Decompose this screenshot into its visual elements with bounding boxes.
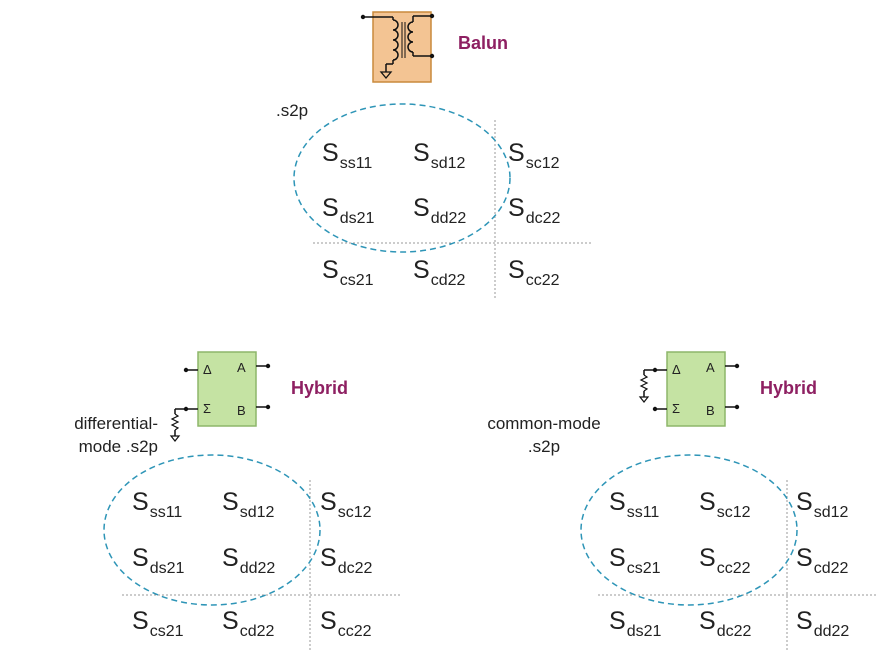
hybrid-diff-matrix-r3c3: Scc22	[320, 607, 372, 640]
hybrid-diff-box	[197, 351, 257, 427]
hybrid-diff-device	[169, 351, 271, 442]
hybrid-common-device	[638, 351, 740, 427]
hybrid-common-matrix-r2c3: Scd22	[796, 544, 849, 577]
hybrid-diff-matrix-r1c2: Ssd12	[222, 488, 275, 521]
hybrid-diff-name: Hybrid	[291, 378, 349, 398]
balun-matrix-r2c1: Sds21	[322, 194, 375, 227]
hybrid-common-matrix-r3c2: Sdc22	[699, 607, 752, 640]
hybrid-diff-matrix-r2c1: Sds21	[132, 544, 185, 577]
hybrid-diff-label-line1: differential-	[74, 414, 158, 433]
hybrid-common-name: Hybrid	[760, 378, 818, 398]
hybrid-common-matrix-r1c3: Ssd12	[796, 488, 849, 521]
balun-matrix-r1c2: Ssd12	[413, 139, 466, 172]
hybrid-common-port-delta: Δ	[672, 362, 681, 377]
balun-matrix-r1c1: Sss11	[322, 139, 373, 172]
balun-matrix-r1c3: Ssc12	[508, 139, 560, 172]
balun-matrix-r2c3: Sdc22	[508, 194, 561, 227]
hybrid-common-matrix-r2c1: Scs21	[609, 544, 661, 577]
hybrid-common-port-a: A	[706, 360, 715, 375]
hybrid-common-matrix-r3c3: Sdd22	[796, 607, 850, 640]
hybrid-diff-port-sigma: Σ	[203, 401, 212, 416]
balun-matrix-r2c2: Sdd22	[413, 194, 467, 227]
hybrid-diff-matrix-r3c1: Scs21	[132, 607, 184, 640]
hybrid-diff-label-line2: mode .s2p	[78, 437, 158, 456]
hybrid-common-ellipse	[580, 454, 798, 606]
hybrid-diff-matrix-r3c2: Scd22	[222, 607, 275, 640]
hybrid-diff-port-a: A	[237, 360, 246, 375]
hybrid-diff-matrix-r2c3: Sdc22	[320, 544, 373, 577]
balun-matrix-r3c1: Scs21	[322, 256, 374, 289]
hybrid-common-matrix-r1c1: Sss11	[609, 488, 660, 521]
hybrid-common-matrix-r2c2: Scc22	[699, 544, 751, 577]
hybrid-common-port-sigma: Σ	[672, 401, 681, 416]
balun-matrix-r3c2: Scd22	[413, 256, 466, 289]
hybrid-diff-ellipse	[103, 454, 321, 606]
hybrid-common-port-b: B	[706, 403, 715, 418]
hybrid-common-box	[666, 351, 726, 427]
hybrid-common-matrix-r1c2: Ssc12	[699, 488, 751, 521]
hybrid-diff-matrix-r1c3: Ssc12	[320, 488, 372, 521]
balun-device	[360, 11, 435, 83]
balun-file-label: .s2p	[276, 101, 309, 120]
hybrid-diff-matrix-r1c1: Sss11	[132, 488, 183, 521]
hybrid-diff-port-delta: Δ	[203, 362, 212, 377]
balun-name: Balun	[458, 33, 509, 53]
hybrid-common-matrix-r3c1: Sds21	[609, 607, 662, 640]
balun-ellipse	[293, 103, 511, 253]
hybrid-common-label-line1: common-mode	[487, 414, 601, 433]
hybrid-diff-port-b: B	[237, 403, 246, 418]
hybrid-diff-matrix-r2c2: Sdd22	[222, 544, 276, 577]
hybrid-common-label-line2: .s2p	[527, 437, 561, 456]
balun-matrix-r3c3: Scc22	[508, 256, 560, 289]
